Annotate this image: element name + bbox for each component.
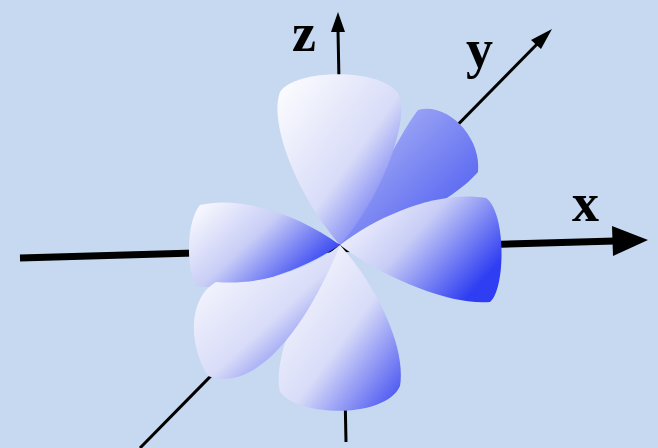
axis-label: z <box>292 6 316 60</box>
axis-label: y <box>466 22 493 76</box>
axis-label: x <box>572 176 599 230</box>
arrow-head <box>612 226 648 256</box>
arrow-head <box>531 29 552 49</box>
arrow-head <box>331 12 345 32</box>
orbital-lobes <box>189 74 502 410</box>
coordinate-axes <box>20 30 615 448</box>
